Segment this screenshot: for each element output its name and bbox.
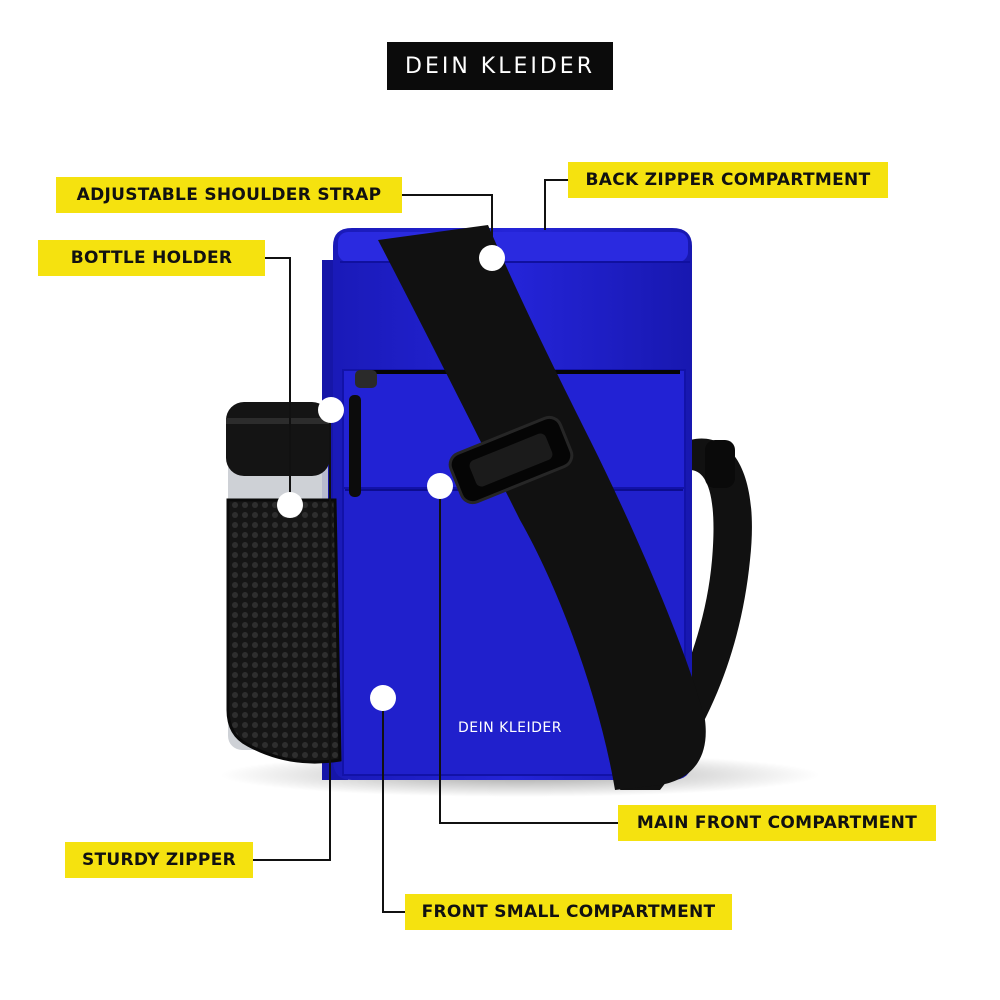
label-front-small: FRONT SMALL COMPARTMENT: [405, 894, 732, 930]
marker-bottle-holder: [277, 492, 303, 518]
leader-back-zipper: [544, 179, 568, 230]
label-back-zipper: BACK ZIPPER COMPARTMENT: [568, 162, 888, 198]
zipper-pull: [355, 370, 377, 388]
shoulder-strap: [378, 225, 706, 790]
bag-logo-text: DEIN KLEIDER: [458, 720, 562, 736]
label-bottle-holder: BOTTLE HOLDER: [38, 240, 265, 276]
leader-bottle-holder: [265, 257, 291, 500]
marker-main-front: [427, 473, 453, 499]
label-sturdy-zipper: STURDY ZIPPER: [65, 842, 253, 878]
bottle-cap-ring: [226, 418, 330, 424]
leader-sturdy-zipper: [253, 410, 331, 861]
marker-shoulder-strap: [479, 245, 505, 271]
zipper-tab: [349, 395, 361, 497]
strap-right-loop: [620, 438, 752, 790]
label-main-front: MAIN FRONT COMPARTMENT: [618, 805, 936, 841]
leader-front-small: [382, 700, 405, 913]
bottle-cap: [226, 402, 330, 476]
label-shoulder-strap: ADJUSTABLE SHOULDER STRAP: [56, 177, 402, 213]
strap-buckle-inner: [469, 433, 553, 487]
mesh-bottle-holder: [226, 498, 342, 764]
leader-main-front: [439, 488, 618, 824]
marker-front-small: [370, 685, 396, 711]
strap-right-clip: [705, 440, 735, 488]
leader-shoulder-strap: [402, 194, 493, 252]
marker-sturdy-zipper: [318, 397, 344, 423]
brand-logo: DEIN KLEIDER: [387, 42, 613, 90]
